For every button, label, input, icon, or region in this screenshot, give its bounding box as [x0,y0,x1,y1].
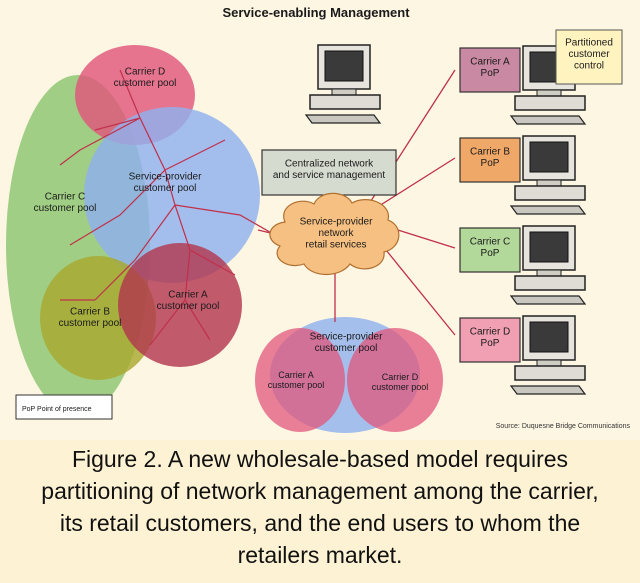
monitor-screen [324,50,364,82]
bottom-carrier-d-blob [347,328,443,432]
monitor-stand [536,359,562,367]
source-label: Source: Duquesne Bridge Communications [496,423,631,430]
pop-box-2 [459,137,521,183]
monitor-screen [529,321,569,353]
keyboard [304,114,382,124]
keyboard [509,205,587,215]
monitor-stand [331,88,357,96]
keyboard [509,385,587,395]
pop-box-1 [459,47,521,93]
carrier-a-pool-blob [118,243,242,367]
keyboard [509,115,587,125]
monitor-stand [536,89,562,97]
partition-lines [59,69,276,346]
link-line-1 [359,69,456,219]
diagram-title: Service-enabling Management [222,5,410,20]
figure-caption: Figure 2. A new wholesale-based model re… [0,440,640,583]
pop-box-4 [459,317,521,363]
computer-case [309,94,381,110]
computer-case [514,365,586,381]
network-cloud [269,192,400,276]
monitor-stand [536,179,562,187]
keyboard [509,295,587,305]
partitioned-note-box [555,29,623,85]
caption-line-1: Figure 2. A new wholesale-based model re… [71,446,569,472]
computer-case [514,95,586,111]
monitor-stand [536,269,562,277]
legend-box [15,394,113,420]
pop-computer-4 [509,315,587,395]
computer-case [514,275,586,291]
caption-line-3: its retail customers, and the end users … [59,510,581,536]
caption-line-2: partitioning of network management among… [41,478,599,504]
monitor-screen [529,231,569,263]
monitor-screen [529,141,569,173]
legend-label: PoP Point of presence [22,406,92,413]
caption-line-4: retailers market. [237,542,403,568]
bottom-carrier-a-blob [255,328,345,432]
pop-computer-3 [509,225,587,305]
central-management-box [261,149,397,196]
pop-box-3 [459,227,521,273]
computer-case [514,185,586,201]
pop-computer-2 [509,135,587,215]
central-computer [304,44,382,124]
